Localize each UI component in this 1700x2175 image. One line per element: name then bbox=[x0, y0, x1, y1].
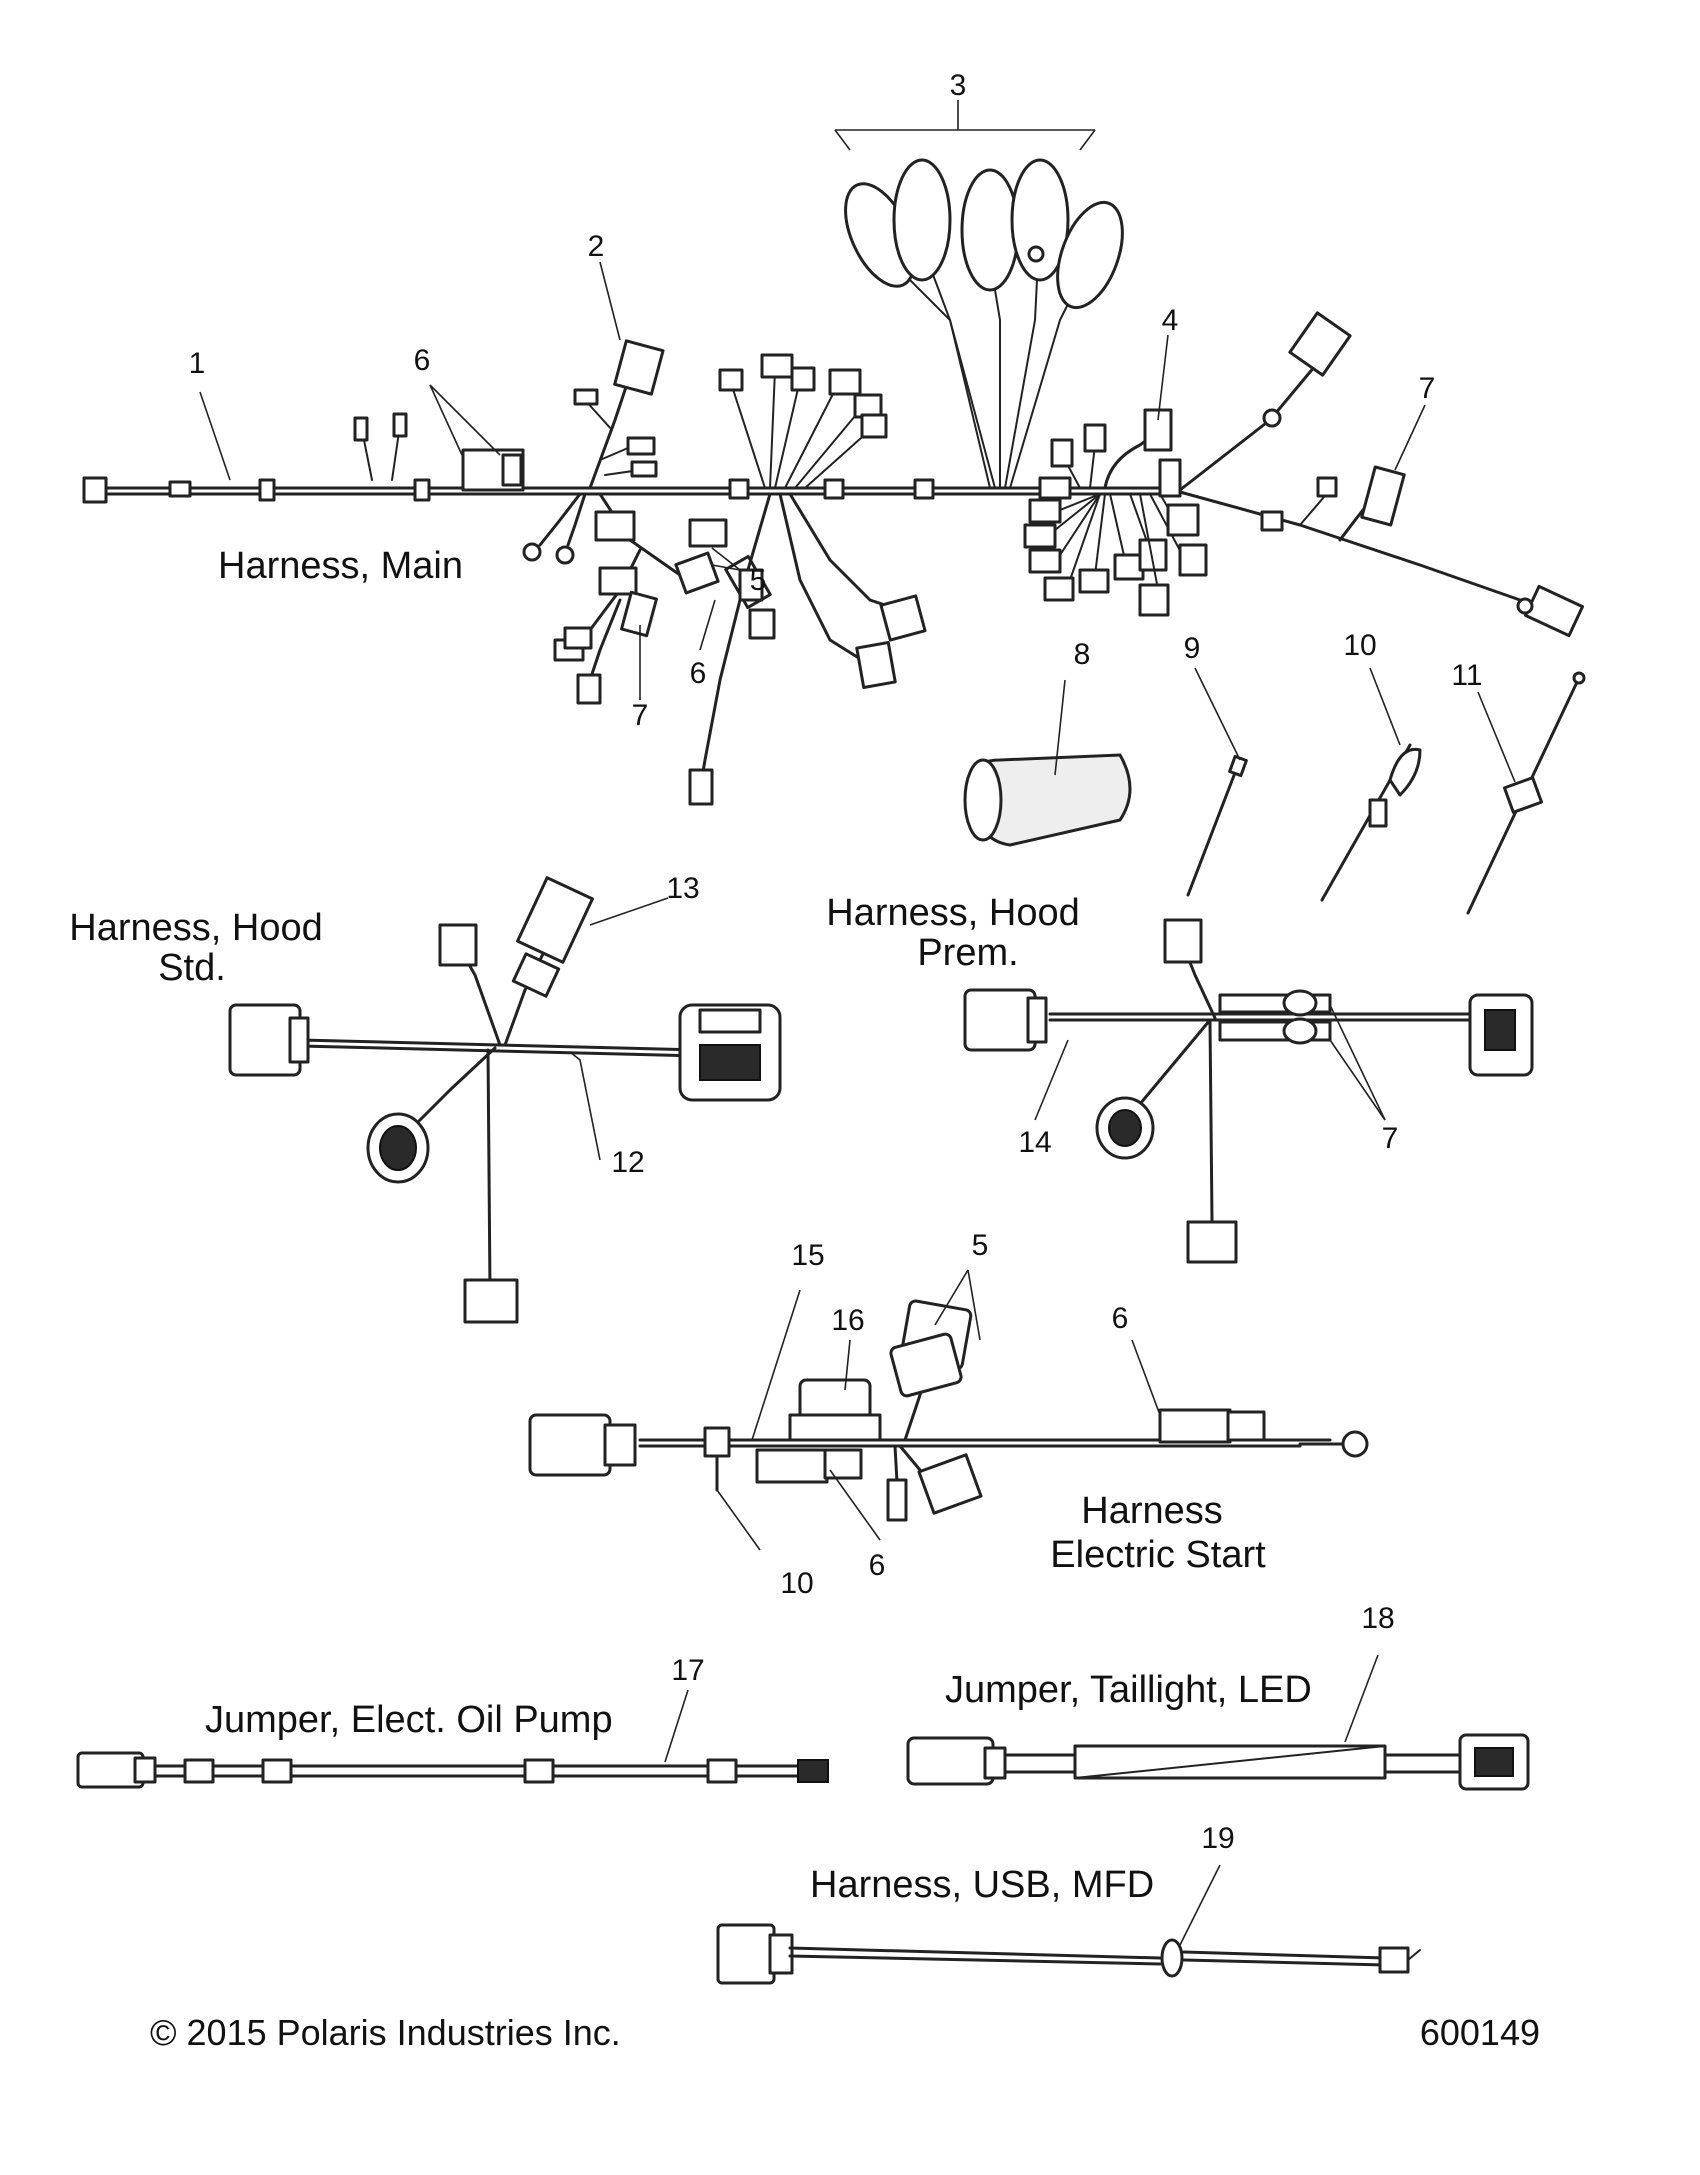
callout-16: 16 bbox=[831, 1304, 864, 1337]
callout-7-prem: 7 bbox=[1382, 1122, 1399, 1155]
callout-2: 2 bbox=[588, 230, 605, 263]
footer: © 2015 Polaris Industries Inc. 600149 bbox=[150, 2012, 1540, 2053]
callout-17: 17 bbox=[671, 1654, 704, 1687]
label-harness-hood-std-line1: Harness, Hood bbox=[69, 907, 322, 949]
cable-tie bbox=[1186, 763, 1240, 897]
callout-12: 12 bbox=[611, 1146, 644, 1179]
group-labels: Harness, Main Harness, Hood Std. Harness… bbox=[69, 545, 1312, 1906]
callout-6-start-top: 6 bbox=[1112, 1302, 1129, 1335]
callout-8: 8 bbox=[1074, 638, 1091, 671]
accessories-group bbox=[963, 671, 1586, 915]
callout-7-main-left: 7 bbox=[632, 699, 649, 732]
label-harness-main: Harness, Main bbox=[218, 545, 463, 587]
callout-1: 1 bbox=[189, 347, 206, 380]
callout-4: 4 bbox=[1162, 304, 1179, 337]
callout-18: 18 bbox=[1361, 1602, 1394, 1635]
callout-19: 19 bbox=[1201, 1822, 1234, 1855]
jumper-oil-pump-assembly bbox=[76, 1751, 829, 1789]
callout-3: 3 bbox=[950, 69, 967, 102]
jumper-taillight-assembly bbox=[906, 1733, 1530, 1791]
callout-11: 11 bbox=[1451, 659, 1482, 692]
callout-13: 13 bbox=[666, 872, 699, 905]
callout-10-top: 10 bbox=[1343, 629, 1376, 662]
callout-14: 14 bbox=[1018, 1126, 1051, 1159]
callout-9: 9 bbox=[1184, 632, 1201, 665]
label-harness-electric-start-line2: Electric Start bbox=[1050, 1534, 1266, 1576]
label-harness-hood-prem-line2: Prem. bbox=[917, 932, 1018, 974]
label-jumper-oil-pump: Jumper, Elect. Oil Pump bbox=[205, 1699, 613, 1741]
label-jumper-taillight: Jumper, Taillight, LED bbox=[945, 1669, 1312, 1711]
harness-hood-std-assembly bbox=[228, 876, 782, 1324]
harness-main-assembly bbox=[82, 158, 1585, 806]
harness-usb-assembly bbox=[716, 1923, 1421, 1985]
copyright-text: © 2015 Polaris Industries Inc. bbox=[150, 2012, 621, 2053]
harness-electric-start-assembly bbox=[528, 1299, 1369, 1522]
label-harness-hood-prem-line1: Harness, Hood bbox=[826, 892, 1079, 934]
callout-6-start-bottom: 6 bbox=[869, 1549, 886, 1582]
callout-7-main-right: 7 bbox=[1419, 372, 1436, 405]
leader-lines bbox=[199, 100, 1516, 1946]
callout-6-main-top: 6 bbox=[414, 344, 431, 377]
callout-10-start: 10 bbox=[780, 1567, 813, 1600]
callout-6-main-bottom: 6 bbox=[690, 657, 707, 690]
harness-hood-prem-assembly bbox=[963, 918, 1534, 1264]
figure-number: 600149 bbox=[1420, 2012, 1540, 2053]
callout-15: 15 bbox=[791, 1239, 824, 1272]
label-harness-electric-start-line1: Harness bbox=[1081, 1490, 1223, 1532]
callout-numbers: 1 2 3 4 5 6 6 7 7 8 9 10 11 12 13 14 7 1… bbox=[189, 69, 1483, 1855]
label-harness-usb: Harness, USB, MFD bbox=[810, 1864, 1154, 1906]
label-harness-hood-std-line2: Std. bbox=[158, 947, 226, 989]
callout-5-main: 5 bbox=[750, 564, 767, 597]
callout-5-start: 5 bbox=[972, 1229, 989, 1262]
